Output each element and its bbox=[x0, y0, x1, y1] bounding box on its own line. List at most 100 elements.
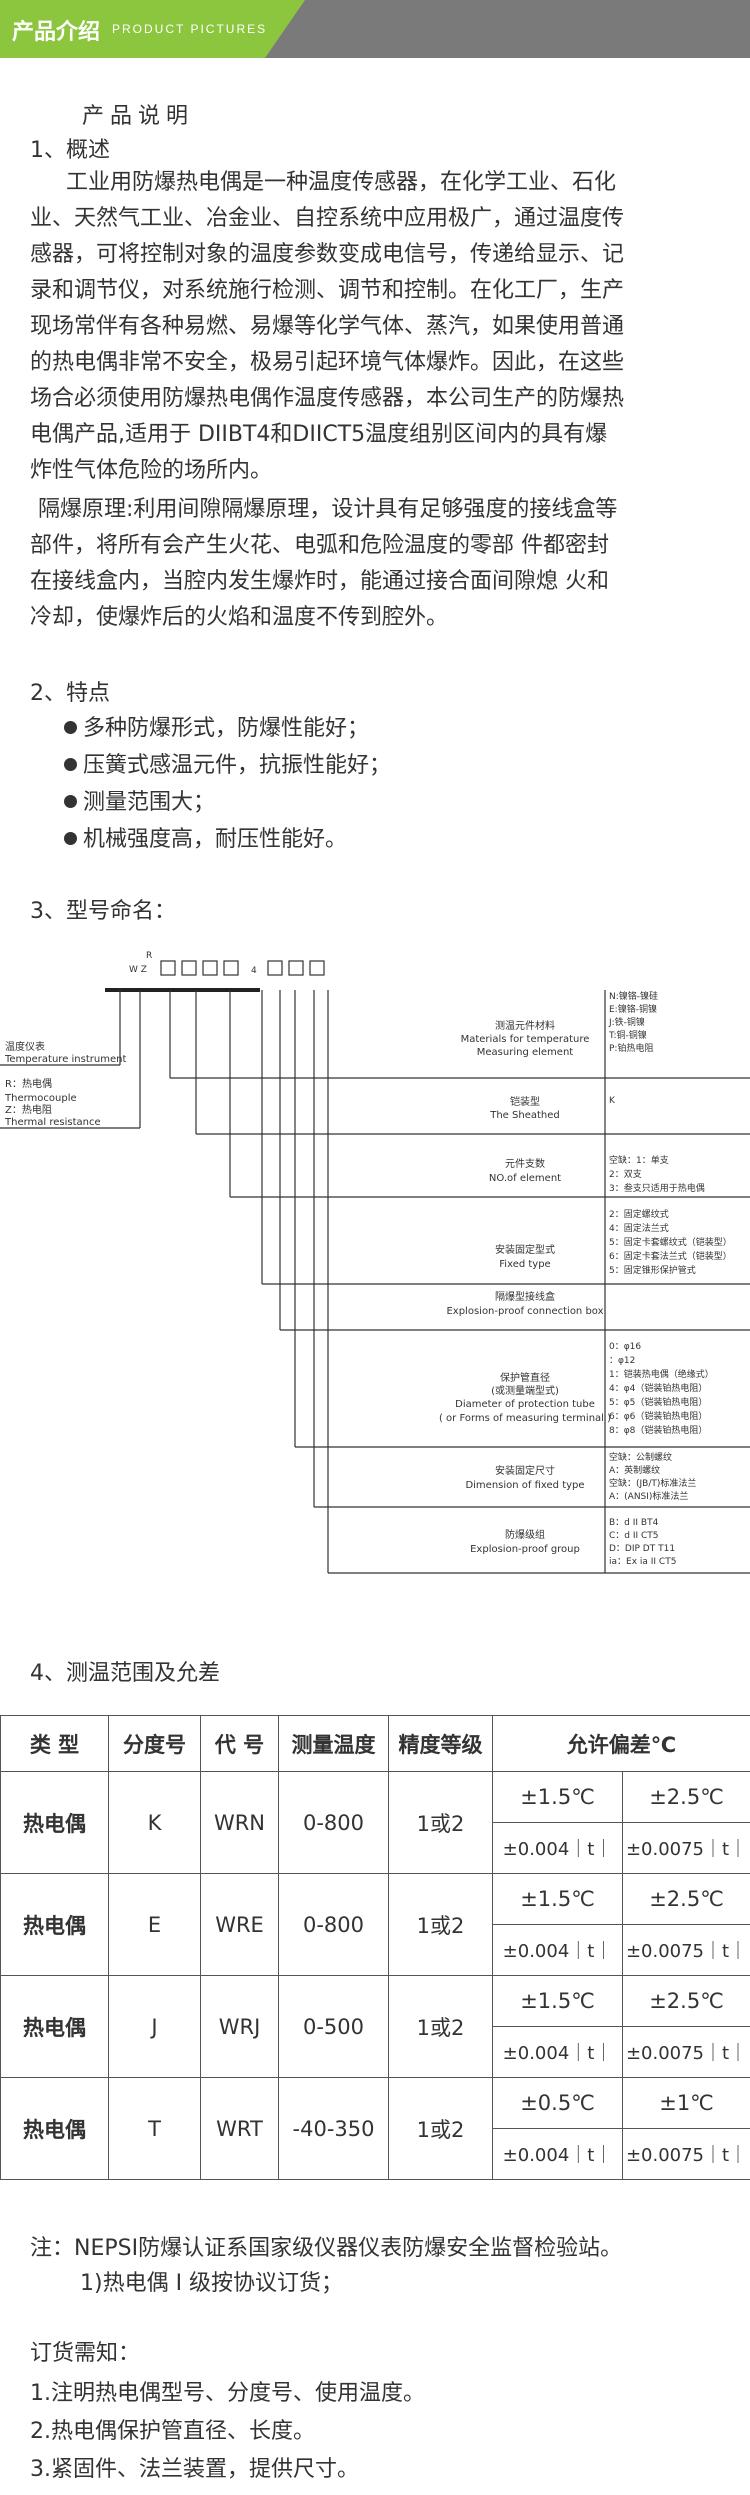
cell-tolerance: ±1.5℃ bbox=[492, 1873, 623, 1925]
cell-tolerance: ±0.0075｜t｜ bbox=[622, 1924, 750, 1976]
cell-type: 热电偶 bbox=[0, 1771, 109, 1874]
row-label-en: Explosion-proof connection box bbox=[446, 1306, 603, 1317]
model-naming-diagram: R W Z 4 温度仪表 Tem bbox=[0, 951, 750, 1574]
overview-line-9: 炸性气体危险的场所内。 bbox=[30, 458, 273, 483]
cell-tolerance: ±1.5℃ bbox=[492, 1771, 623, 1823]
cell-code: WRJ bbox=[200, 1975, 279, 2078]
feature-item: 机械强度高，耐压性能好。 bbox=[64, 821, 347, 853]
cell-grade: E bbox=[108, 1873, 201, 1976]
table-header-row: 类 型 分度号 代 号 测量温度 精度等级 允许偏差℃ bbox=[0, 1715, 750, 1772]
col-header: 类 型 bbox=[0, 1715, 109, 1772]
principle-line-2: 部件，将所有会产生火花、电弧和危险温度的零部 件都密封 bbox=[30, 533, 609, 558]
cell-grade: J bbox=[108, 1975, 201, 2078]
option-text: 3：叁支只适用于热电偶 bbox=[609, 1182, 705, 1194]
section-banner: 产品介绍 PRODUCT PICTURES bbox=[0, 0, 750, 58]
bullet-icon bbox=[64, 758, 77, 771]
option-text: K bbox=[609, 1096, 616, 1106]
row-label-cn: 元件支数 bbox=[505, 1157, 545, 1170]
row-label-en: Materials for temperature bbox=[461, 1034, 590, 1045]
cell-tolerance: ±2.5℃ bbox=[622, 1975, 750, 2027]
cell-tolerance: ±2.5℃ bbox=[622, 1771, 750, 1823]
cell-tolerance: ±1℃ bbox=[622, 2077, 750, 2129]
banner-title: 产品介绍 bbox=[12, 20, 101, 45]
row-label-en: NO.of element bbox=[489, 1173, 561, 1184]
row-label-en: Dimension of fixed type bbox=[465, 1480, 584, 1491]
col-header: 测量温度 bbox=[278, 1715, 389, 1772]
cell-accuracy: 1或2 bbox=[388, 1771, 493, 1874]
option-text: ：φ12 bbox=[609, 1356, 635, 1366]
cell-accuracy: 1或2 bbox=[388, 1873, 493, 1976]
option-text: 5：固定锥形保护管式 bbox=[609, 1264, 696, 1276]
row-label-cn: 保护管直径 bbox=[500, 1371, 550, 1384]
cell-range: 0-800 bbox=[278, 1771, 389, 1874]
option-text: 8：φ8（铠装铂热电阻） bbox=[609, 1424, 707, 1436]
option-text: 4：固定法兰式 bbox=[609, 1222, 669, 1234]
option-text: B：d II BT4 bbox=[609, 1518, 659, 1528]
bullet-icon bbox=[64, 721, 77, 734]
option-text: P:铂热电阻 bbox=[609, 1042, 653, 1054]
cell-tolerance: ±0.004｜t｜ bbox=[492, 2026, 623, 2078]
feature-item: 测量范围大； bbox=[64, 784, 215, 816]
section1-heading: 1、概述 bbox=[30, 138, 110, 163]
cell-tolerance: ±0.004｜t｜ bbox=[492, 1822, 623, 1874]
option-text: 空缺：1：单支 bbox=[609, 1154, 669, 1166]
left-label: Thermocouple bbox=[4, 1093, 77, 1104]
section3-heading: 3、型号命名： bbox=[30, 899, 176, 924]
cell-grade: K bbox=[108, 1771, 201, 1874]
row-label-cn: 安装固定型式 bbox=[495, 1243, 555, 1256]
banner-shape bbox=[265, 0, 305, 58]
option-text: 5：φ5（铠装铂热电阻） bbox=[609, 1396, 707, 1408]
col-header: 分度号 bbox=[108, 1715, 201, 1772]
cell-range: -40-350 bbox=[278, 2077, 389, 2180]
cell-tolerance: ±0.004｜t｜ bbox=[492, 1924, 623, 1976]
banner-subtitle: PRODUCT PICTURES bbox=[112, 22, 268, 36]
row-label-en: Fixed type bbox=[499, 1259, 550, 1270]
option-text: 4：φ4（铠装铂热电阻） bbox=[609, 1382, 707, 1394]
option-text: T:铜-铜镍 bbox=[608, 1029, 647, 1041]
row-label-cn: 防爆级组 bbox=[505, 1528, 545, 1541]
cell-tolerance: ±0.0075｜t｜ bbox=[622, 1822, 750, 1874]
option-text: D：DIP DT T11 bbox=[609, 1544, 675, 1554]
overview-line-5: 现场常伴有各种易燃、易爆等化学气体、蒸汽，如果使用普通 bbox=[30, 314, 625, 339]
overview-line-2: 业、天然气工业、冶金业、自控系统中应用极广，通过温度传 bbox=[30, 206, 625, 231]
cell-type: 热电偶 bbox=[0, 1873, 109, 1976]
col-header: 代 号 bbox=[200, 1715, 279, 1772]
table-row: ±0.004｜t｜ ±0.0075｜t｜ bbox=[1, 1924, 750, 1976]
code-boxes bbox=[160, 960, 325, 976]
option-text: J:铁-铜镍 bbox=[608, 1016, 645, 1028]
overview-line-1: 工业用防爆热电偶是一种温度传感器，在化学工业、石化 bbox=[66, 170, 617, 195]
table-row: 热电偶 K WRN 0-800 1或2 ±1.5℃ ±2.5℃ bbox=[0, 1771, 750, 1874]
overview-line-6: 的热电偶非常不安全，极易引起环境气体爆炸。因此，在这些 bbox=[30, 350, 625, 375]
row-label-en: (或测量端型式) bbox=[491, 1384, 559, 1397]
option-text: E:镍铬-铜镍 bbox=[609, 1003, 657, 1015]
bullet-icon bbox=[64, 795, 77, 808]
row-label-en: Measuring element bbox=[477, 1047, 574, 1058]
note-nepsi: 注：NEPSI防爆认证系国家级仪器仪表防爆安全监督检验站。 bbox=[30, 2236, 623, 2261]
feature-item: 多种防爆形式，防爆性能好； bbox=[64, 710, 369, 742]
principle-line-3: 在接线盒内，当腔内发生爆炸时，能通过接合面间隙熄 火和 bbox=[30, 569, 609, 594]
option-text: 0：φ16 bbox=[609, 1342, 641, 1352]
option-text: 空缺：公制螺纹 bbox=[609, 1451, 672, 1463]
cell-tolerance: ±2.5℃ bbox=[622, 1873, 750, 1925]
tolerance-table: 类 型 分度号 代 号 测量温度 精度等级 允许偏差℃ 热电偶 K WRN 0-… bbox=[0, 1715, 750, 2180]
left-label: Z：热电阻 bbox=[5, 1103, 52, 1116]
code-4-label: 4 bbox=[251, 966, 257, 976]
option-text: 6：固定卡套法兰式（铠装型） bbox=[609, 1250, 732, 1262]
overview-line-8: 电偶产品,适用于 DIIBT4和DIICT5温度组别区间内的具有爆 bbox=[30, 422, 608, 447]
cell-range: 0-800 bbox=[278, 1873, 389, 1976]
cell-tolerance: ±1.5℃ bbox=[492, 1975, 623, 2027]
left-label: Thermal resistance bbox=[4, 1117, 101, 1128]
table-row: ±0.004｜t｜ ±0.0075｜t｜ bbox=[1, 2026, 750, 2078]
code-wz-label: W Z bbox=[129, 965, 147, 975]
option-text: 1：铠装热电偶（绝缘式） bbox=[609, 1368, 714, 1380]
table-row: ±0.004｜t｜ ±0.0075｜t｜ bbox=[1, 1822, 750, 1874]
principle-line-1: 隔爆原理:利用间隙隔爆原理，设计具有足够强度的接线盒等 bbox=[38, 497, 618, 522]
cell-tolerance: ±0.0075｜t｜ bbox=[622, 2026, 750, 2078]
note-grade: 1)热电偶 I 级按协议订货； bbox=[80, 2271, 344, 2296]
overview-line-3: 感器，可将控制对象的温度参数变成电信号，传递给显示、记 bbox=[30, 242, 625, 267]
row-label-en: ( or Forms of measuring terminal ) bbox=[439, 1413, 611, 1424]
cell-code: WRN bbox=[200, 1771, 279, 1874]
order-item: 2.热电偶保护管直径、长度。 bbox=[30, 2419, 315, 2444]
cell-accuracy: 1或2 bbox=[388, 1975, 493, 2078]
order-item: 1.注明热电偶型号、分度号、使用温度。 bbox=[30, 2381, 425, 2406]
